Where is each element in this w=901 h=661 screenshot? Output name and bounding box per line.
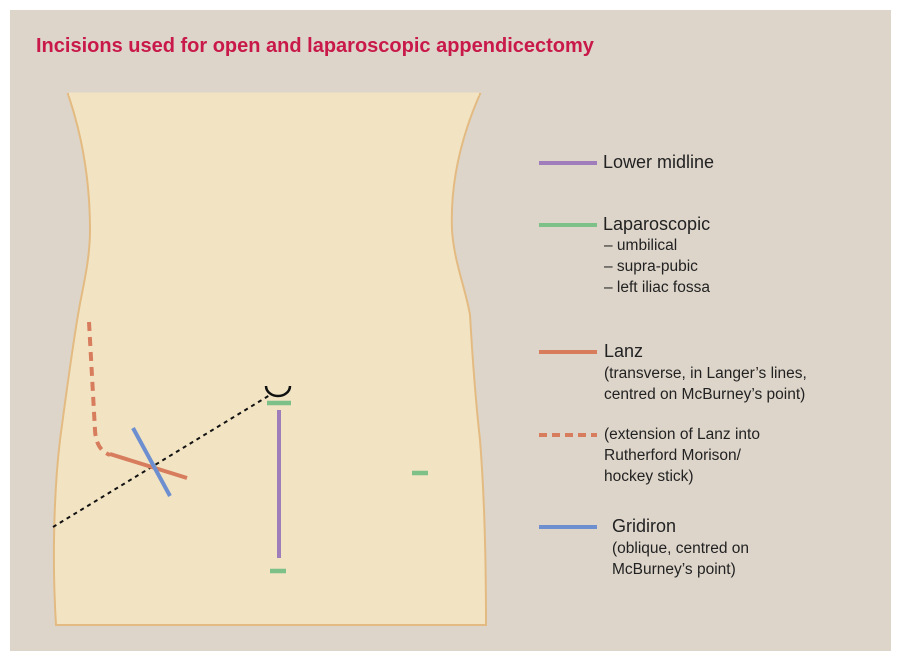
legend-gridiron-label: Gridiron bbox=[612, 516, 676, 537]
legend-laparoscopic-label: Laparoscopic bbox=[603, 214, 710, 235]
legend-gridiron-description-line2: McBurney’s point) bbox=[612, 559, 736, 580]
legend-lanz-label: Lanz bbox=[604, 341, 643, 362]
legend-lower-midline-label: Lower midline bbox=[603, 152, 714, 173]
legend-laparoscopic-item-umbilical: – umbilical bbox=[604, 235, 677, 256]
legend-lanz-extension-line2: Rutherford Morison/ bbox=[604, 445, 741, 466]
legend-laparoscopic-item-suprapubic: – supra-pubic bbox=[604, 256, 698, 277]
legend-lanz-description-line2: centred on McBurney’s point) bbox=[604, 384, 805, 405]
torso-outline bbox=[54, 94, 486, 625]
legend-lanz-description-line1: (transverse, in Langer’s lines, bbox=[604, 363, 807, 384]
legend-gridiron-description-line1: (oblique, centred on bbox=[612, 538, 749, 559]
legend-laparoscopic-item-left-iliac: – left iliac fossa bbox=[604, 277, 710, 298]
legend-lanz-extension-line3: hockey stick) bbox=[604, 466, 694, 487]
legend-lanz-extension-line1: (extension of Lanz into bbox=[604, 424, 760, 445]
